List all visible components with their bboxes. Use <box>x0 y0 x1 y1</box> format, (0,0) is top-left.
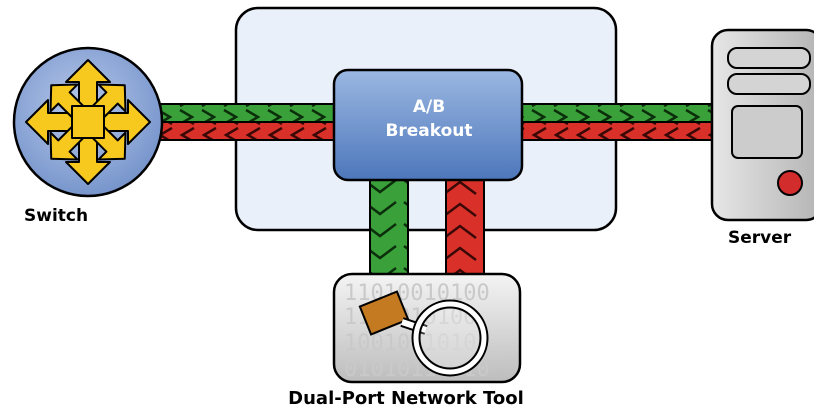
link-switch-to-breakout <box>149 103 341 141</box>
network-tool-label: Dual-Port Network Tool <box>288 388 524 409</box>
breakout-label: A/B Breakout <box>336 95 522 143</box>
breakout-label-line1: A/B <box>412 97 446 117</box>
network-tool-icon: 11010010100 1101010100 10010110101 01010… <box>332 272 522 384</box>
switch-label: Switch <box>24 206 89 226</box>
ab-breakout-box <box>332 68 524 182</box>
magnifier-icon <box>358 290 489 377</box>
breakout-label-line2: Breakout <box>385 121 473 141</box>
link-b-to-tool <box>445 175 485 277</box>
link-breakout-to-server <box>517 103 719 141</box>
link-a-to-tool <box>369 175 409 277</box>
server-label: Server <box>728 228 792 248</box>
switch-icon <box>12 46 164 198</box>
server-icon <box>710 28 814 222</box>
tool-binary-line: 11010010100 <box>344 281 490 306</box>
